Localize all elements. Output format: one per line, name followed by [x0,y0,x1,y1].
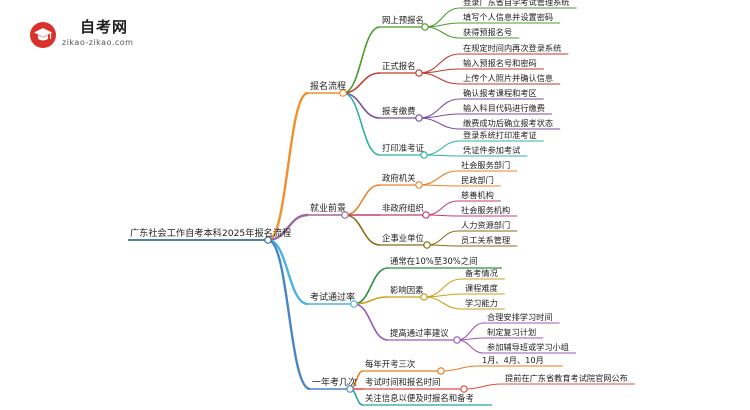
branch-2-sub-1-label: 影响因素 [390,285,424,295]
root-topic: 广东社会工作自考本科2025年报名流程 [130,227,291,239]
branch-2-sub-2-label: 提高通过率建议 [390,328,449,338]
branch-1-sub-2-label: 企事业单位 [382,233,424,243]
branch-1-sub-0-leaf-1: 民政部门 [461,175,494,185]
branch-2-sub-1-leaf-1: 课程难度 [465,283,498,293]
graduation-cap-icon [30,22,56,48]
branch-2-sub-0-label: 通常在10%至30%之间 [390,256,477,266]
branch-3-sub-0-label: 每年开考三次 [365,359,416,369]
branch-1-sub-2-leaf-0: 人力资源部门 [461,220,510,230]
branch-1-sub-1-label: 非政府组织 [382,203,424,213]
site-name: 自考网 [80,18,129,36]
branch-1-sub-0-label: 政府机关 [382,173,416,183]
branch-0-sub-0-label: 网上预报名 [382,15,424,25]
branch-0-sub-1-leaf-2: 上传个人照片并确认信息 [463,73,553,83]
site-logo[interactable]: 自考网 zikao-zikao.com [0,0,150,52]
branch-0-sub-2-label: 报考缴费 [382,106,416,116]
branch-0-sub-0-leaf-0: 登录广东省自学考试管理系统 [463,0,569,7]
branch-3-label: 一年考几次 [312,376,357,388]
branch-0-sub-0-leaf-1: 填写个人信息并设置密码 [463,12,553,22]
branch-1-sub-1-leaf-0: 慈善机构 [461,190,494,200]
branch-3-sub-1-label: 考试时间和报名时间 [365,377,440,387]
branch-0-sub-1-leaf-1: 输入预报名号和密码 [463,58,537,68]
branch-0-sub-2-leaf-0: 确认报考课程和考区 [463,88,537,98]
branch-2-sub-1-leaf-2: 学习能力 [465,298,498,308]
branch-2-sub-1-leaf-0: 备考情况 [465,268,498,278]
branch-2-sub-2-leaf-2: 参加辅导班或学习小组 [487,342,569,352]
branch-2-label: 考试通过率 [310,291,355,303]
branch-0-sub-2-leaf-2: 缴费成功后确立报考状态 [463,118,553,128]
branch-2-sub-2-leaf-0: 合理安排学习时间 [487,312,553,322]
branch-1-sub-2-leaf-1: 员工关系管理 [461,235,510,245]
branch-0-sub-3-label: 打印准考证 [382,143,424,153]
branch-0-sub-3-leaf-0: 登录系统打印准考证 [463,130,537,140]
branch-3-sub-1-leaf-0: 提前在广东省教育考试院官网公布 [505,373,628,383]
branch-1-sub-1-leaf-1: 社会服务机构 [461,205,510,215]
branch-0-sub-0-leaf-2: 获得预报名号 [463,27,512,37]
branch-0-label: 报名流程 [310,80,346,92]
branch-0-sub-2-leaf-1: 输入科目代码进行缴费 [463,103,545,113]
branch-0-sub-3-leaf-1: 凭证件参加考试 [463,145,520,155]
branch-3-sub-2-label: 关注信息以便及时报名和备考 [365,393,474,403]
branch-3-sub-0-leaf-0: 1月、4月、10月 [482,355,544,365]
branch-1-label: 就业前景 [310,202,346,214]
site-url: zikao-zikao.com [62,38,134,47]
branch-1-sub-0-leaf-0: 社会服务部门 [461,160,510,170]
branch-0-sub-1-leaf-0: 在规定时间内再次登录系统 [463,43,561,53]
branch-0-sub-1-label: 正式报名 [382,61,416,71]
branch-2-sub-2-leaf-1: 制定复习计划 [487,327,536,337]
